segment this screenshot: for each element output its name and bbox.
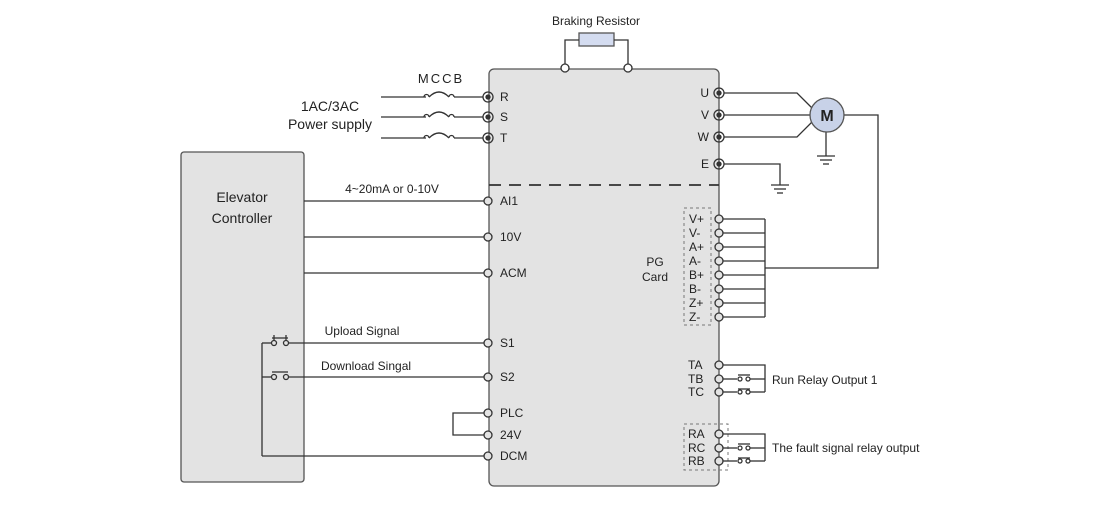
run-relay-label: Run Relay Output 1 <box>772 373 878 387</box>
motor-symbol <box>809 97 845 133</box>
elevator-controller-box <box>180 151 305 483</box>
terminal-label-tb: TB <box>688 372 703 386</box>
motor-wiring <box>724 92 879 269</box>
terminal-label-24v: 24V <box>500 428 521 442</box>
power-supply-label-1: 1AC/3AC <box>301 98 359 114</box>
terminal-label-aplus: A+ <box>689 240 704 254</box>
ground-e <box>724 163 789 194</box>
terminal-label-t: T <box>500 131 508 145</box>
fault-relay-wiring <box>714 429 766 466</box>
terminal-label-e: E <box>701 157 709 171</box>
terminal-label-dcm: DCM <box>500 449 527 463</box>
terminal-label-plc: PLC <box>500 406 524 420</box>
terminal-label-v: V <box>701 108 709 122</box>
terminal-label-s: S <box>500 110 508 124</box>
upload-signal-label: Upload Signal <box>325 324 400 338</box>
terminal-s1 <box>483 338 493 348</box>
braking-resistor <box>564 32 629 68</box>
controller-label-2: Controller <box>212 210 273 226</box>
terminal-label-ai1: AI1 <box>500 194 518 208</box>
terminal-plc <box>483 408 493 418</box>
terminal-label-acm: ACM <box>500 266 527 280</box>
fault-relay-box <box>683 423 729 471</box>
terminal-t <box>482 132 494 144</box>
terminal-label-zplus: Z+ <box>689 296 703 310</box>
terminal-label-u: U <box>700 86 709 100</box>
analog-signal-label: 4~20mA or 0-10V <box>345 182 439 196</box>
terminal-u <box>713 87 725 99</box>
terminal-label-bplus: B+ <box>689 268 704 282</box>
pg-terminals <box>714 214 724 322</box>
braking-resistor-label: Braking Resistor <box>552 14 640 28</box>
terminal-label-bminus: B- <box>689 282 701 296</box>
terminal-label-tc: TC <box>688 385 704 399</box>
terminal-label-zminus: Z- <box>689 310 700 324</box>
pg-card-box <box>683 207 712 326</box>
terminal-label-vminus: V- <box>689 226 700 240</box>
analog-wiring <box>304 200 484 274</box>
motor-label: M <box>820 108 833 125</box>
terminal-label-vplus: V+ <box>689 212 704 226</box>
controller-label-1: Elevator <box>216 189 268 205</box>
terminal-r <box>482 91 494 103</box>
download-switch <box>270 371 290 381</box>
download-signal-label: Download Singal <box>321 359 411 373</box>
terminal-label-rb: RB <box>688 454 705 468</box>
run-relay-wiring <box>714 360 766 397</box>
upload-switch <box>270 335 290 347</box>
terminal-label-r: R <box>500 90 509 104</box>
terminal-label-ta: TA <box>688 358 702 372</box>
input-switch-wiring <box>261 342 484 457</box>
pg-card-label-1: PG <box>646 255 663 269</box>
terminal-10v <box>483 232 493 242</box>
terminal-s <box>482 111 494 123</box>
mccb-label: MCCB <box>418 71 464 86</box>
resistor-terminal-left <box>560 63 570 73</box>
terminal-24v <box>483 430 493 440</box>
mccb-breaker <box>381 91 483 139</box>
terminal-label-s2: S2 <box>500 370 515 384</box>
terminal-label-10v: 10V <box>500 230 521 244</box>
terminal-dcm <box>483 451 493 461</box>
terminal-label-aminus: A- <box>689 254 701 268</box>
terminal-label-rc: RC <box>688 441 706 455</box>
terminal-label-s1: S1 <box>500 336 515 350</box>
terminal-label-ra: RA <box>688 427 705 441</box>
pg-card-label-2: Card <box>642 270 668 284</box>
terminal-label-w: W <box>698 130 710 144</box>
terminal-acm <box>483 268 493 278</box>
terminal-ai1 <box>483 196 493 206</box>
resistor-terminal-right <box>623 63 633 73</box>
plc-24v-jumper <box>452 412 484 436</box>
pg-card-wiring <box>723 218 766 318</box>
fault-relay-label: The fault signal relay output <box>772 441 920 455</box>
terminal-s2 <box>483 372 493 382</box>
power-supply-label-2: Power supply <box>288 116 372 132</box>
